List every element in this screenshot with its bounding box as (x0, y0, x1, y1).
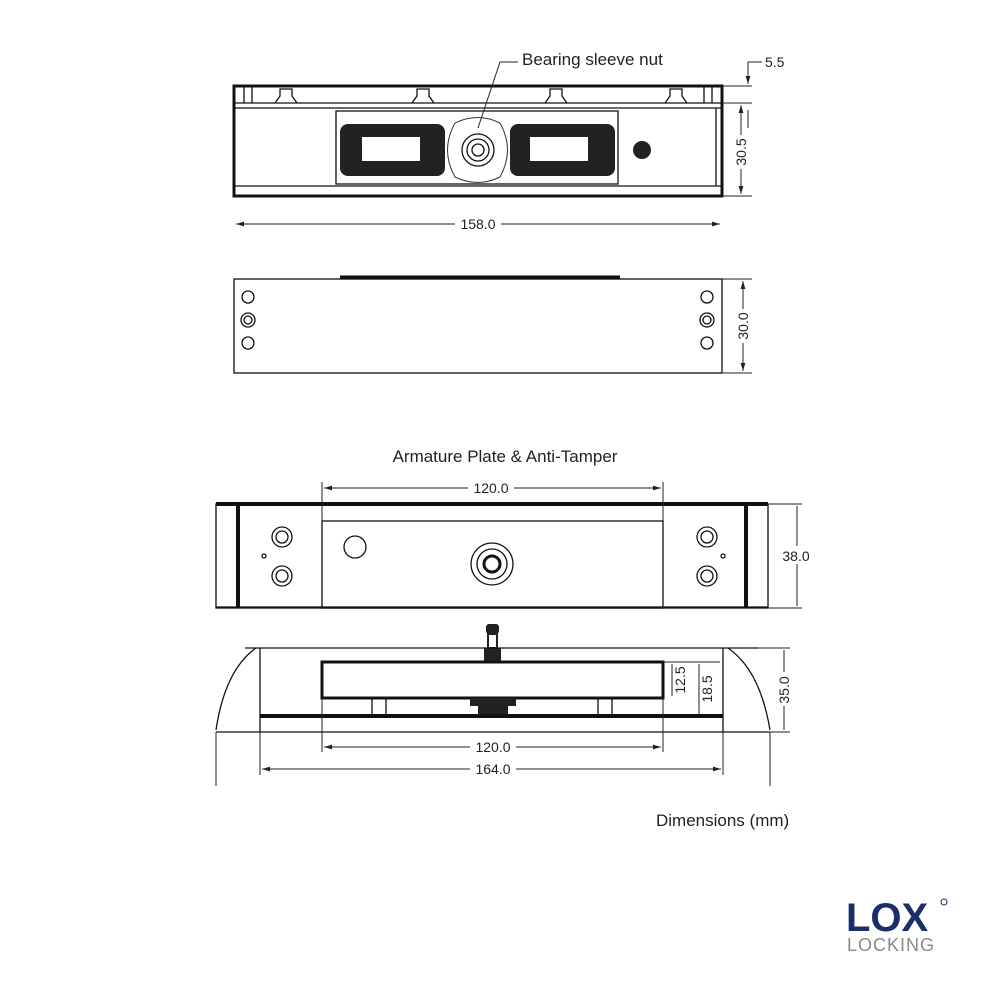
magnet-top-view: 30.0 (233, 275, 752, 374)
logo-sub: LOCKING (847, 935, 935, 955)
dim-plate-length-bottom: 120.0 (475, 739, 510, 755)
dim-magnet-depth: 30.0 (735, 312, 751, 339)
dim-magnet-length: 158.0 (460, 216, 495, 232)
logo-brand: LOX (846, 896, 929, 940)
indicator-dot (633, 141, 651, 159)
armature-front-view: 120.0 38.0 (215, 479, 813, 609)
magnet-front-view: Bearing sleeve nut 5.5 30.5 158.0 (232, 50, 785, 233)
dim-bracket-depth: 35.0 (776, 676, 792, 703)
dim-bracket-height: 38.0 (782, 548, 809, 564)
dim-plate-to-base: 18.5 (699, 675, 715, 702)
dim-plate-length-top: 120.0 (473, 480, 508, 496)
bearing-sleeve-nut (447, 117, 508, 183)
dim-top-lip: 5.5 (765, 54, 785, 70)
dim-bracket-length: 164.0 (475, 761, 510, 777)
section-title: Armature Plate & Anti-Tamper (393, 447, 618, 466)
label-bearing-sleeve-nut: Bearing sleeve nut (522, 50, 663, 69)
dim-plate-thickness: 12.5 (672, 666, 688, 693)
dim-magnet-height: 30.5 (733, 138, 749, 165)
lox-logo: LOX LOCKING (846, 896, 948, 955)
units-note: Dimensions (mm) (656, 811, 789, 830)
armature-side-view: 12.5 18.5 35.0 120.0 164.0 (215, 624, 793, 786)
